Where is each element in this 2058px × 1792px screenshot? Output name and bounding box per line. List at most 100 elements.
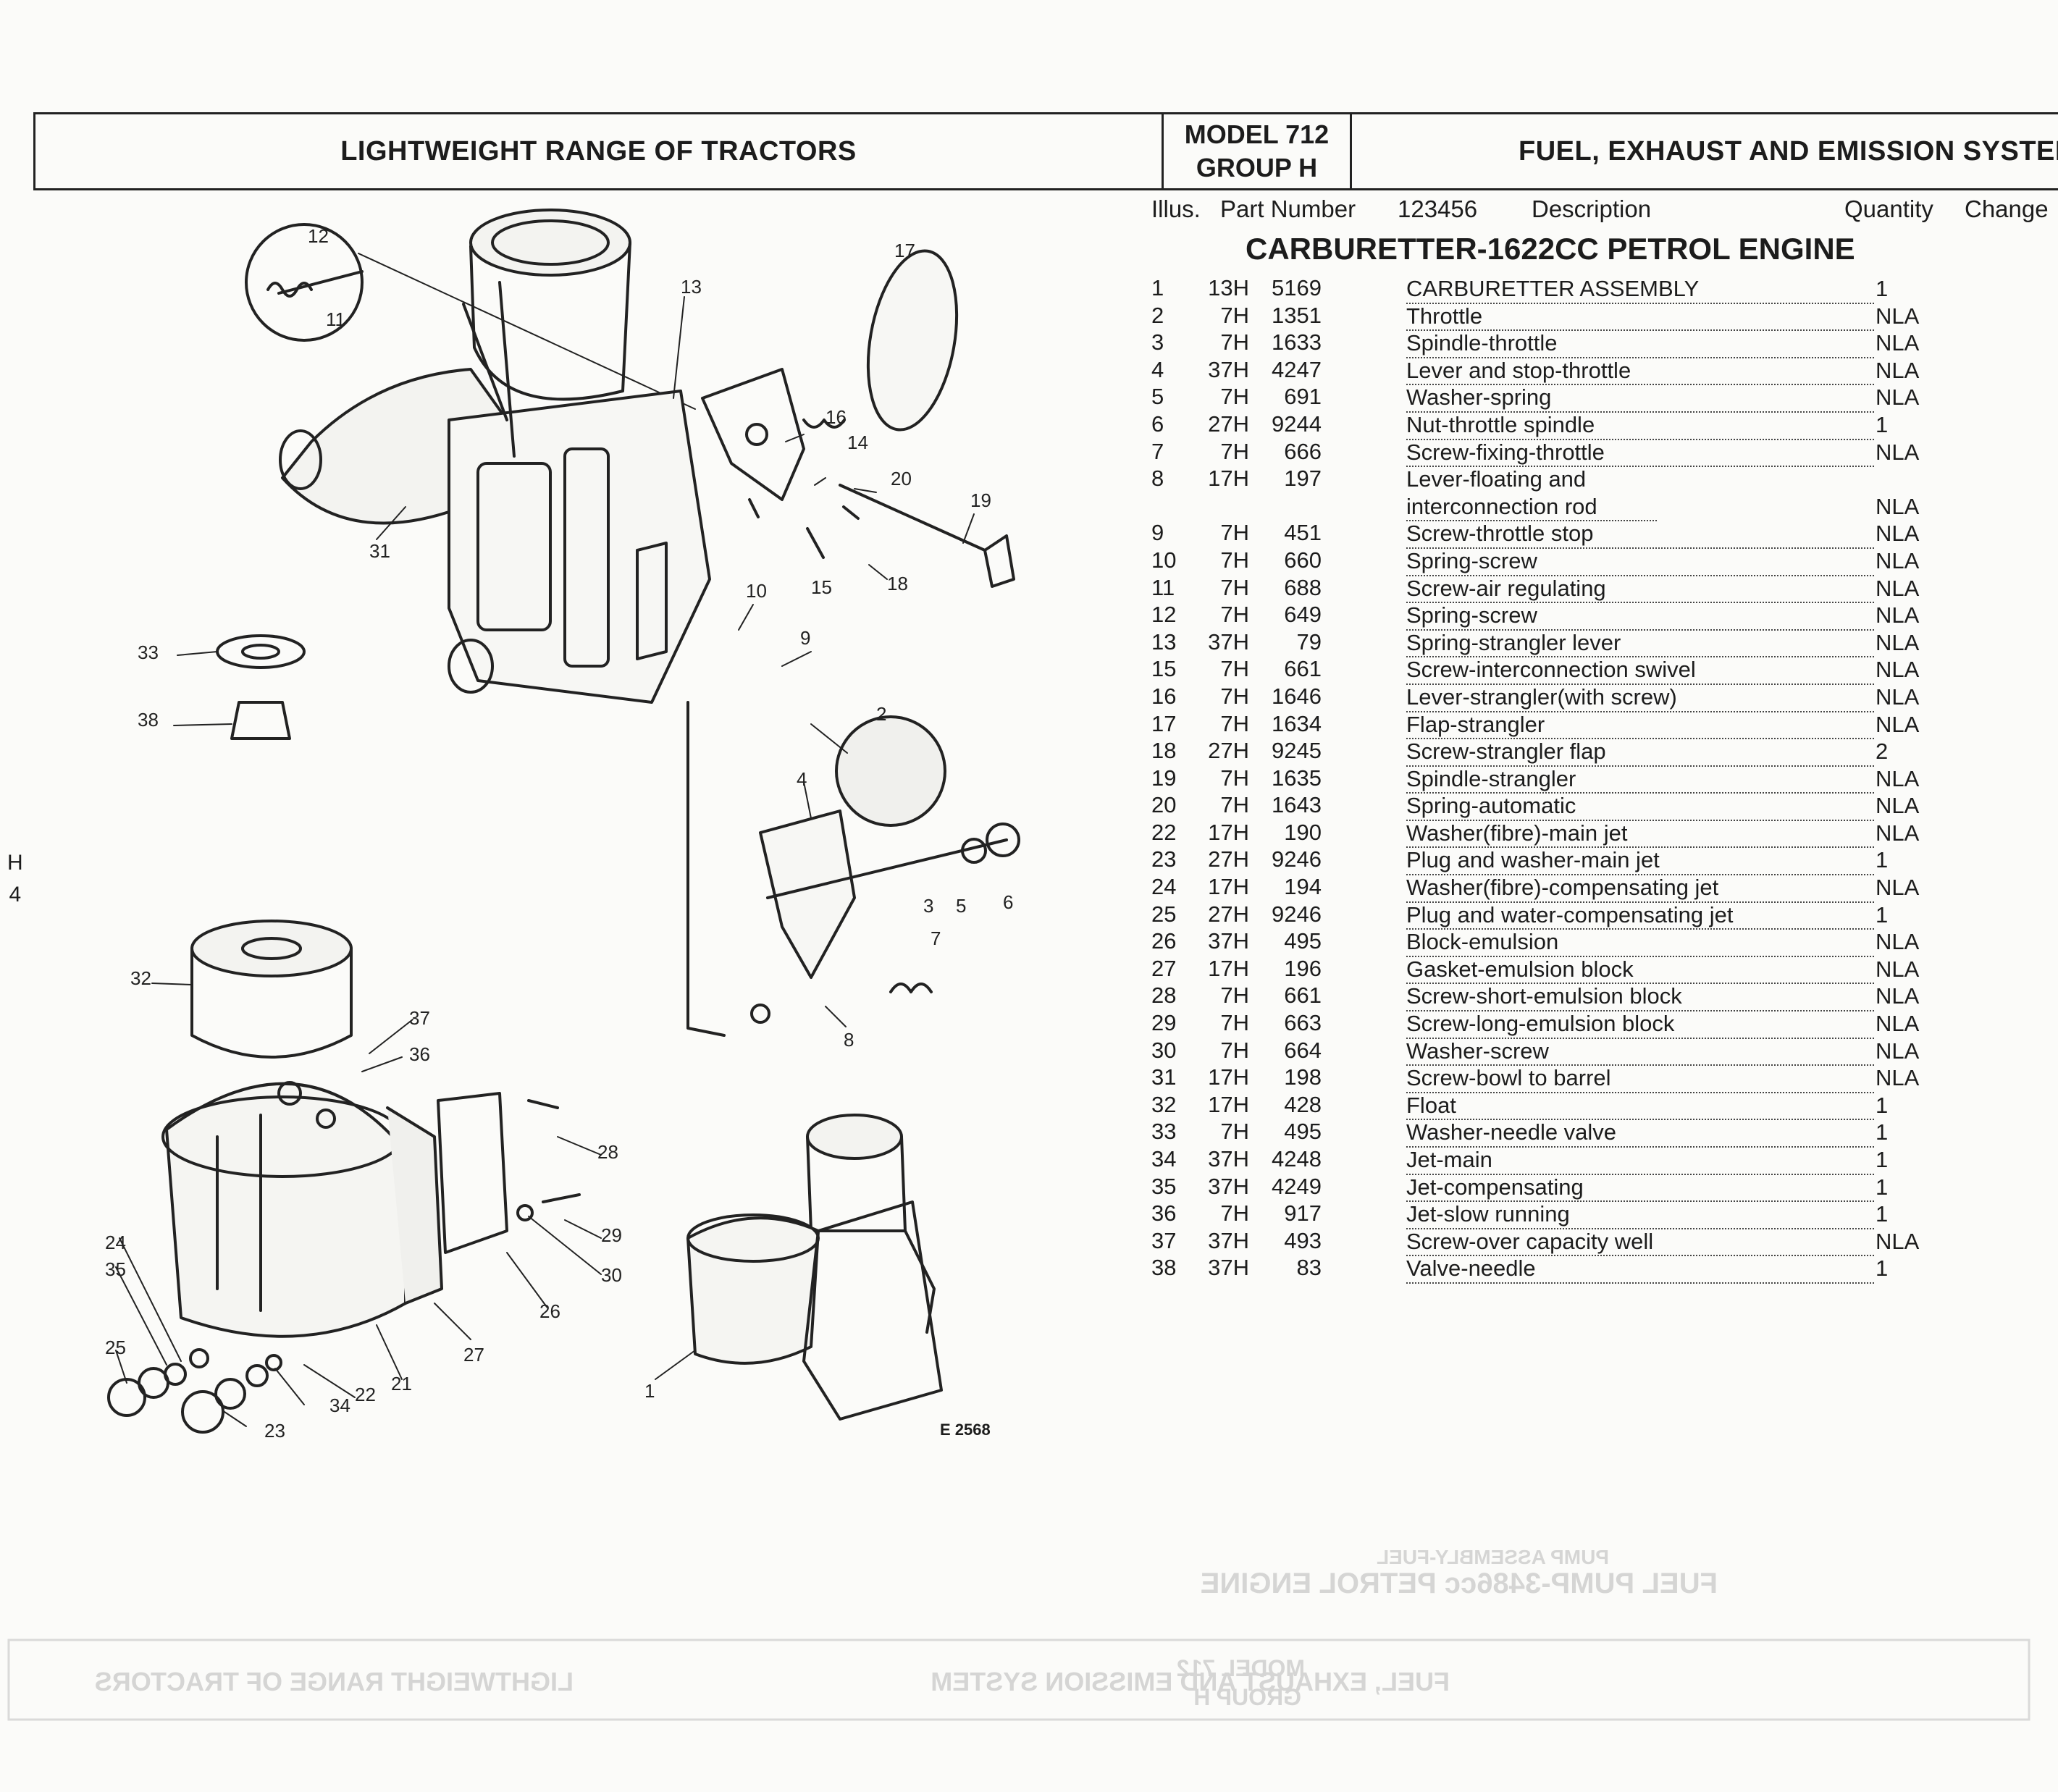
part-prefix: 37H (1208, 1173, 1249, 1199)
part-description: Nut-throttle spindle (1406, 411, 1883, 440)
part-description: Lever and stop-throttle (1406, 357, 1883, 386)
callout-9: 9 (800, 627, 810, 649)
part-prefix: 7H (1220, 983, 1249, 1009)
part-prefix: 7H (1220, 792, 1249, 818)
illus-number: 30 (1151, 1037, 1177, 1063)
illus-number: 37 (1151, 1227, 1177, 1253)
part-quantity: NLA (1876, 357, 1920, 383)
part-quantity: 1 (1876, 1201, 1889, 1227)
part-number: 661 (1284, 656, 1322, 682)
part-quantity: NLA (1876, 602, 1920, 628)
callout-18: 18 (887, 573, 908, 594)
callout-23: 23 (264, 1420, 285, 1442)
part-quantity: NLA (1876, 983, 1920, 1009)
part-quantity: NLA (1876, 1065, 1920, 1091)
illus-number: 25 (1151, 901, 1177, 927)
washer-needle-valve (216, 634, 306, 669)
part-description: Screw-short-emulsion block (1406, 983, 1883, 1012)
carburetter-body (279, 209, 711, 704)
part-quantity: NLA (1876, 303, 1920, 329)
col-illus: Illus. (1151, 195, 1201, 222)
part-description: Jet-compensating (1406, 1174, 1883, 1203)
detail-circle (245, 223, 364, 342)
detail-leader (358, 253, 696, 410)
description-text: Screw-strangler flap (1406, 738, 1874, 767)
part-prefix: 17H (1208, 1064, 1249, 1090)
part-number: 197 (1284, 466, 1322, 492)
part-prefix: 7H (1220, 438, 1249, 464)
illus-number: 12 (1151, 602, 1177, 628)
callout-4: 4 (797, 768, 807, 790)
part-number: 9244 (1272, 411, 1322, 437)
part-description: Screw-long-emulsion block (1406, 1010, 1883, 1039)
illus-number: 36 (1151, 1200, 1177, 1227)
part-description: Spring-screw (1406, 547, 1883, 576)
part-number: 9245 (1272, 738, 1322, 764)
callout-36: 36 (409, 1043, 430, 1065)
illus-number: 19 (1151, 765, 1177, 791)
description-text: Screw-over capacity well (1406, 1228, 1874, 1257)
detail-screw (277, 270, 364, 295)
illus-number: 38 (1151, 1255, 1177, 1281)
part-number: 4249 (1272, 1173, 1322, 1199)
part-quantity: 1 (1876, 1092, 1889, 1118)
callout-26: 26 (539, 1300, 560, 1322)
part-description: Spring-strangler lever (1406, 629, 1883, 658)
part-quantity: NLA (1876, 765, 1920, 791)
description-text: Screw-long-emulsion block (1406, 1010, 1874, 1039)
part-description: Jet-main (1406, 1146, 1883, 1175)
part-prefix: 7H (1220, 547, 1249, 573)
part-prefix: 27H (1208, 411, 1249, 437)
part-prefix: 7H (1220, 1037, 1249, 1063)
part-prefix: 7H (1220, 602, 1249, 628)
part-prefix: 13H (1208, 275, 1249, 300)
part-quantity: NLA (1876, 929, 1920, 955)
illus-number: 15 (1151, 656, 1177, 682)
part-prefix: 7H (1220, 384, 1249, 410)
description-text: Flap-strangler (1406, 711, 1874, 740)
column-headings: Illus. Part Number 123456 Description Qu… (1151, 195, 2058, 227)
illus-number: 35 (1151, 1173, 1177, 1199)
description-text: Valve-needle (1406, 1255, 1874, 1284)
description-text: Throttle (1406, 303, 1874, 332)
part-quantity: NLA (1876, 820, 1920, 846)
description-text: Lever-strangler(with screw) (1406, 683, 1874, 712)
description-text-line2: interconnection rod (1406, 493, 1657, 522)
part-quantity: 1 (1876, 276, 1889, 301)
callout-29: 29 (601, 1224, 622, 1246)
illus-number: 13 (1151, 628, 1177, 655)
illus-number: 22 (1151, 819, 1177, 845)
callout-33: 33 (138, 641, 159, 663)
part-number: 688 (1284, 574, 1322, 600)
part-quantity: NLA (1876, 439, 1920, 465)
part-number: 428 (1284, 1091, 1322, 1117)
illus-number: 26 (1151, 928, 1177, 954)
part-quantity: 1 (1876, 1255, 1889, 1282)
part-quantity: 1 (1876, 411, 1889, 437)
description-text: Spring-screw (1406, 602, 1874, 631)
part-number: 79 (1296, 628, 1322, 655)
callout-8: 8 (844, 1029, 854, 1051)
part-number: 495 (1284, 928, 1322, 954)
part-description: Screw-interconnection swivel (1406, 656, 1883, 685)
ghost-row: PUMP ASSEMBLY-FUEL (1377, 1546, 1609, 1568)
callout-35: 35 (105, 1258, 126, 1280)
part-number: 1646 (1272, 683, 1322, 709)
part-number: 83 (1296, 1255, 1322, 1281)
part-description: Washer(fibre)-main jet (1406, 820, 1883, 849)
part-description: Valve-needle (1406, 1255, 1883, 1284)
illus-number: 8 (1151, 466, 1164, 492)
